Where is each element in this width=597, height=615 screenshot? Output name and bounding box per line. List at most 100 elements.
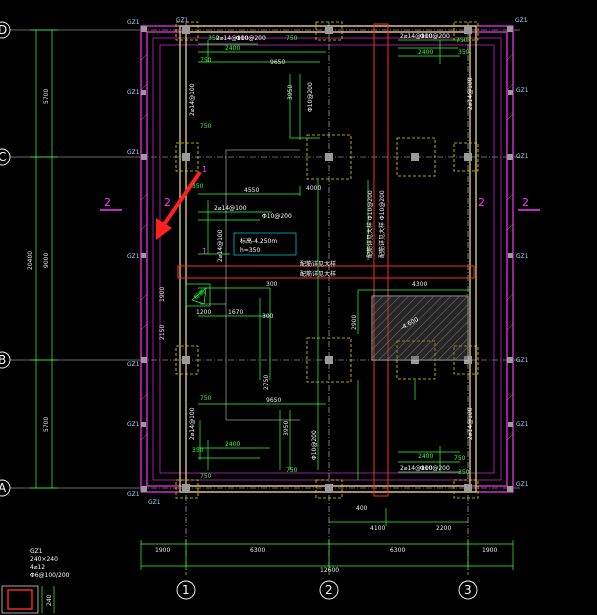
dim-350-tl: 350 [208,35,220,42]
dim-750-bl2: 750 [200,473,212,480]
left-dim-mid: 9000 [43,253,50,268]
column-tag: GZ1 [127,19,140,26]
beam-note-tl-b: Φ10@200 [236,35,266,42]
column-tag: GZ1 [127,421,140,428]
bottom-dim-sub-c: 2200 [436,525,451,532]
outer-walls [140,25,514,493]
rebar-lines [198,39,470,480]
dim-750-bl3: 750 [286,467,298,474]
pointer-arrow-icon [156,170,202,240]
dim-2400-br: 2400 [418,453,433,460]
column-tag: GZ1 [516,481,529,488]
left-dim-total: 20400 [27,251,34,270]
beam-note-center-v: 2⌀14@100 [217,229,224,262]
dim-1200: 1200 [196,309,211,316]
hatched-pit-fill [372,296,468,360]
center-elevation-label: 标高-4.250m [240,237,277,245]
beam-note-tr-v: 2⌀14@100 [467,77,474,110]
dim-750-mid: 750 [200,123,212,130]
beam-note-tl: 2⌀14@100 [216,35,249,42]
column-tag: GZ1 [516,153,529,160]
legend-line-2: 240×240 [30,556,58,563]
vertical-band-label-2: 配筋详见大样 Φ10@200 [378,190,386,258]
left-dimension-chain [30,29,58,489]
dim-1900-l: 1900 [159,287,166,302]
dim-2750: 2750 [263,375,270,390]
beam-note-tr: 2⌀14@100 [400,33,433,40]
annotation-lines [200,149,300,421]
dim-4000: 4000 [306,185,321,192]
bottom-dim-seg1: 6300 [250,547,265,554]
dim-750-br: 750 [454,455,466,462]
axis-label-1: 1 [182,583,190,597]
column-tag: GZ1 [127,361,140,368]
bottom-dim-right-edge: 1900 [482,547,497,554]
beam-note-center-2: Φ10@200 [262,213,292,220]
dim-750-bl: 750 [200,395,212,402]
axis-label-b: B [0,353,6,367]
axis-label-d: D [0,23,7,37]
dim-350-bl: 350 [192,447,204,454]
axis-label-3: 3 [464,583,472,597]
beam-note-br-v: 2⌀14@100 [467,407,474,440]
section-mark-inner-right: 2 [478,196,485,209]
legend-box-dim: 240 [46,594,53,606]
column-tag: GZ1 [516,421,529,428]
column-tag: GZ1 [516,253,529,260]
column-tag: GZ1 [127,253,140,260]
axis-label-2: 2 [325,583,333,597]
legend-line-3: 4⌀12 [30,564,45,571]
wall-hatch-left [140,53,514,441]
bottom-dimension-chain [140,508,514,570]
beam-note-tr-b: Φ10@200 [420,33,450,40]
column-tag: GZ1 [127,491,140,498]
red-strips [177,23,475,497]
dim-300-a: 300 [262,313,274,320]
beam-note-mid-v2: Φ10@200 [311,430,318,460]
dim-350-l: 350 [192,183,204,190]
legend-line-4: Φ6@100/200 [30,572,70,579]
bottom-dim-sub-b: 4100 [370,525,385,532]
dim-9650-bot: 9650 [266,397,281,404]
dim-2400-bl: 2400 [225,441,240,448]
section-mark-left: 2 [104,196,111,209]
dim-4300: 4300 [412,281,427,288]
column-tag: GZ1 [516,87,529,94]
dim-2900: 2900 [351,315,358,330]
dim-1670: 1670 [228,309,243,316]
beam-note-left-v2: 2⌀14@100 [189,407,196,440]
legend-column-symbol [1,585,55,614]
column-tag: GZ1 [515,17,528,24]
beam-note-left-v: 2⌀14@100 [189,83,196,116]
column-tag: GZ1 [127,89,140,96]
beam-note-mid-v: Φ10@200 [307,82,314,112]
column-tag: GZ1 [148,499,161,506]
section-mark-right: 2 [522,196,529,209]
column-tag: GZ1 [176,17,189,24]
dim-750-tl2: 750 [286,35,298,42]
vertical-band-label: 配筋详见大样 Φ10@200 [366,190,374,258]
dim-4550: 4550 [244,187,259,194]
bottom-dim-total: 12600 [320,567,339,574]
band-label-2: 配筋详见大样 [300,270,336,278]
hatched-pit [371,295,469,361]
dim-750-tl: 750 [200,57,212,64]
beam-note-center-1: 2⌀14@100 [214,205,247,212]
slope-symbol [185,283,211,307]
dim-350-br: 350 [458,469,470,476]
dim-350-tr: 350 [458,49,470,56]
dim-300-b: 300 [266,281,278,288]
left-dim-bot: 5700 [43,417,50,432]
bottom-dim-seg2: 6300 [390,547,405,554]
section-mark-inner-left: 2 [164,196,171,209]
small-mark-1: 1 [202,165,207,174]
dim-2400-tr: 2400 [418,49,433,56]
axis-bubbles [0,21,478,600]
bottom-dim-sub-a: 400 [356,505,368,512]
dim-750-tr: 750 [456,37,468,44]
small-mark-2: 1 [202,247,207,256]
column-tag: GZ1 [127,149,140,156]
beam-note-bl: 2⌀14@100 [400,465,433,472]
beam-note-bl-b: Φ10@200 [420,465,450,472]
